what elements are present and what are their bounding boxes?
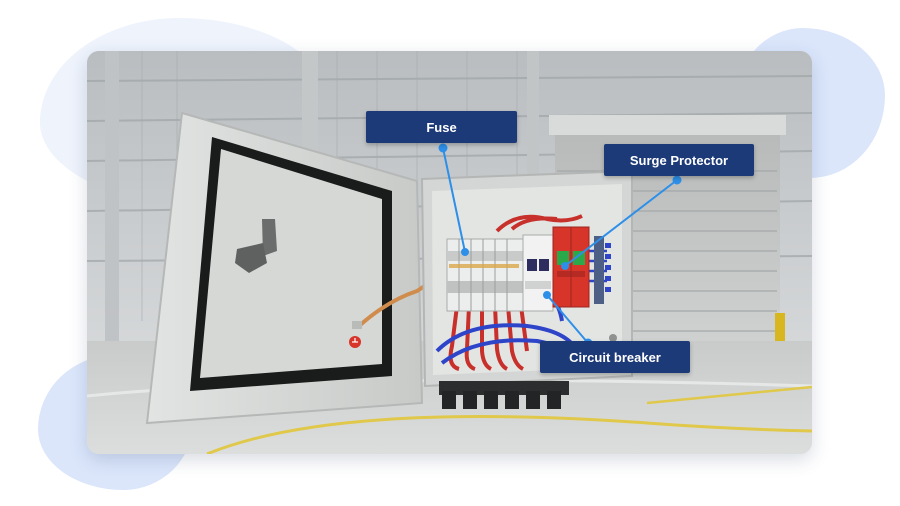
circuit-breaker-callout: Circuit breaker: [540, 341, 690, 373]
door-handle: [235, 219, 277, 273]
circuit-breaker-label: Circuit breaker: [569, 349, 661, 365]
surge-protector-callout: Surge Protector: [604, 144, 754, 176]
fuse-pointer-line: [442, 147, 466, 253]
surge-protector-module: [552, 226, 590, 308]
breaker-pointer-line: [546, 294, 589, 344]
surge-protector-label: Surge Protector: [629, 152, 729, 168]
fuse-block: [446, 238, 524, 312]
floor-stripe: [206, 415, 812, 454]
terminal-strip: [594, 236, 611, 304]
fuse-label: Fuse: [426, 119, 457, 135]
surge-pointer-line: [564, 179, 678, 267]
pillar: [105, 51, 119, 341]
ground-wire: [357, 279, 434, 328]
fuse-callout: Fuse: [366, 111, 517, 143]
cable-glands: [439, 381, 569, 409]
